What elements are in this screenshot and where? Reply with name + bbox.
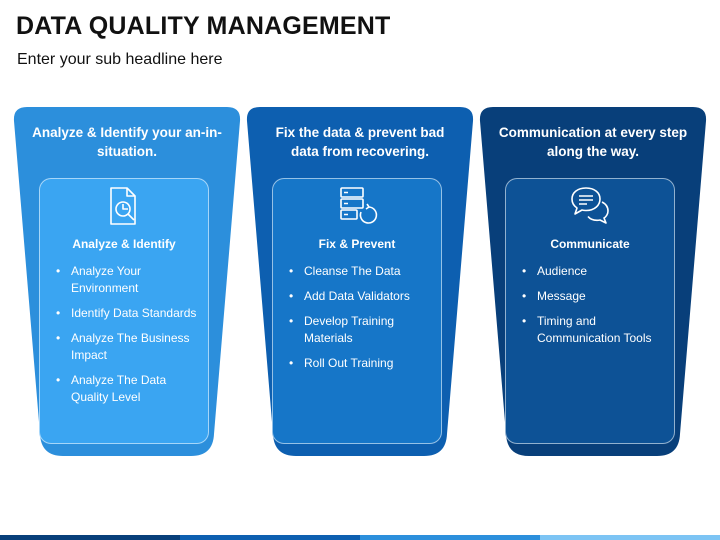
footer-segment (360, 535, 540, 540)
list-item: Analyze The Business Impact (54, 330, 202, 364)
list-item: Timing and Communication Tools (520, 313, 668, 347)
column-card: Communicate Audience Message Timing and … (505, 178, 675, 444)
page-title: DATA QUALITY MANAGEMENT (16, 12, 391, 40)
column-header: Communication at every step along the wa… (498, 125, 688, 159)
list-item: Cleanse The Data (287, 263, 435, 280)
page-subtitle: Enter your sub headline here (17, 51, 223, 68)
column-card: Analyze & Identify Analyze Your Environm… (39, 178, 209, 444)
footer-color-bar (0, 535, 720, 540)
database-refresh-icon (340, 187, 378, 224)
document-search-icon (110, 187, 136, 225)
list-item: Message (520, 288, 668, 305)
column-communicate: Communication at every step along the wa… (479, 107, 707, 456)
column-header: Fix the data & prevent bad data from rec… (275, 125, 445, 159)
list-item: Develop Training Materials (287, 313, 435, 347)
card-title: Fix & Prevent (318, 237, 396, 251)
footer-segment (180, 535, 360, 540)
item-list: Audience Message Timing and Communicatio… (520, 263, 668, 355)
footer-segment (540, 535, 720, 540)
card-title: Analyze & Identify (72, 237, 176, 251)
column-card: Fix & Prevent Cleanse The Data Add Data … (272, 178, 442, 444)
column-fix: Fix the data & prevent bad data from rec… (246, 107, 474, 456)
column-analyze: Analyze & Identify your an-in-situation.… (13, 107, 241, 456)
column-header: Analyze & Identify your an-in-situation. (32, 125, 222, 159)
list-item: Analyze The Data Quality Level (54, 372, 202, 406)
card-title: Communicate (550, 237, 630, 251)
footer-segment (0, 535, 180, 540)
list-item: Identify Data Standards (54, 305, 202, 322)
list-item: Roll Out Training (287, 355, 435, 372)
item-list: Cleanse The Data Add Data Validators Dev… (287, 263, 435, 380)
list-item: Audience (520, 263, 668, 280)
list-item: Analyze Your Environment (54, 263, 202, 297)
chat-bubbles-icon (571, 187, 609, 224)
list-item: Add Data Validators (287, 288, 435, 305)
item-list: Analyze Your Environment Identify Data S… (54, 263, 202, 414)
